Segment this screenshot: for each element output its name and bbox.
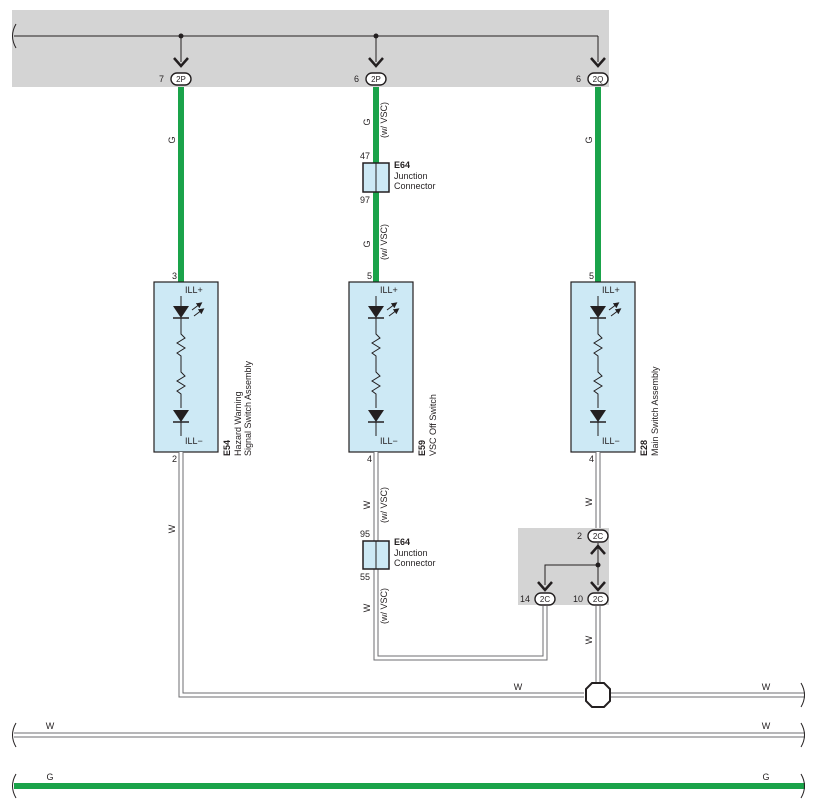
svg-text:ILL+: ILL+ <box>185 285 203 295</box>
svg-text:Signal Switch Assembly: Signal Switch Assembly <box>243 360 253 456</box>
svg-text:ILL−: ILL− <box>602 436 620 446</box>
svg-text:2C: 2C <box>540 595 550 604</box>
led-icon <box>368 296 400 319</box>
connector-2p-left: 2P 7 <box>159 72 192 86</box>
svg-text:E64: E64 <box>394 537 410 547</box>
wire-label-g-mid-upper: G <box>362 118 372 125</box>
wire-label-g-mid-lower: G <box>362 240 372 247</box>
component-e28-main-switch: 5 ILL+ ILL− 4 E28 Main Switch Assembly <box>570 271 660 464</box>
resistor-icon <box>176 318 186 408</box>
svg-text:2P: 2P <box>371 75 381 84</box>
chevron-mid <box>368 57 384 68</box>
svg-text:ILL−: ILL− <box>185 436 203 446</box>
top-junction-block <box>12 10 609 87</box>
svg-text:95: 95 <box>360 529 370 539</box>
wire-label-w-bus-right: W <box>762 721 771 731</box>
svg-text:2: 2 <box>577 531 582 541</box>
svg-text:47: 47 <box>360 151 370 161</box>
svg-text:5: 5 <box>367 271 372 281</box>
chevron-2c-left <box>537 581 553 592</box>
wire-label-vsc-mid-lower: (w/ VSC) <box>379 224 389 260</box>
chevron-2c-right <box>590 581 606 592</box>
svg-text:ILL+: ILL+ <box>380 285 398 295</box>
svg-text:E64: E64 <box>394 160 410 170</box>
svg-text:E59: E59 <box>417 440 427 456</box>
diode-icon <box>590 410 606 436</box>
connector-2c-upper: 2C 2 <box>577 529 609 543</box>
svg-text:6: 6 <box>354 74 359 84</box>
svg-text:ILL−: ILL− <box>380 436 398 446</box>
svg-text:2P: 2P <box>176 75 186 84</box>
wire-label-vsc-e59-upper: (w/ VSC) <box>379 487 389 523</box>
junction-connector-e64-lower: 95 55 E64 Junction Connector <box>360 529 436 582</box>
svg-text:2C: 2C <box>593 532 603 541</box>
svg-text:Junction: Junction <box>394 171 428 181</box>
resistor-icon <box>593 318 603 408</box>
svg-text:2C: 2C <box>593 595 603 604</box>
diode-icon <box>368 410 384 436</box>
svg-text:97: 97 <box>360 195 370 205</box>
diode-icon <box>173 410 189 436</box>
wire-label-g-bus-right: G <box>762 772 769 782</box>
svg-text:3: 3 <box>172 271 177 281</box>
connector-2c-right: 2C 10 <box>573 592 609 606</box>
resistor-icon <box>371 318 381 408</box>
wire-label-w-e54: W <box>167 524 177 533</box>
splice-point <box>585 682 611 708</box>
break-mark <box>12 773 17 799</box>
svg-text:6: 6 <box>576 74 581 84</box>
svg-text:14: 14 <box>520 594 530 604</box>
wire-label-w-splice-left: W <box>514 682 523 692</box>
component-e59-vsc-off-switch: 5 ILL+ ILL− 4 E59 VSC Off Switch <box>348 271 438 464</box>
svg-text:Main Switch Assembly: Main Switch Assembly <box>650 366 660 456</box>
svg-text:10: 10 <box>573 594 583 604</box>
connector-2p-mid: 2P 6 <box>354 72 387 86</box>
chevron-left <box>173 57 189 68</box>
break-mark <box>800 773 805 799</box>
svg-text:VSC Off Switch: VSC Off Switch <box>428 394 438 456</box>
break-mark <box>800 722 805 748</box>
wire-label-w-splice-right: W <box>762 682 771 692</box>
wire-label-vsc-mid-upper: (w/ VSC) <box>379 102 389 138</box>
svg-text:Hazard Warning: Hazard Warning <box>233 391 243 456</box>
connector-2q-right: 2Q 6 <box>576 72 609 86</box>
svg-text:55: 55 <box>360 572 370 582</box>
wire-label-w-bus-left: W <box>46 721 55 731</box>
svg-text:Connector: Connector <box>394 181 436 191</box>
wire-label-w-e59-lower: W <box>362 603 372 612</box>
svg-text:2: 2 <box>172 454 177 464</box>
svg-text:7: 7 <box>159 74 164 84</box>
junction-connector-e64-upper: 47 97 E64 Junction Connector <box>360 151 436 205</box>
svg-text:E28: E28 <box>639 440 649 456</box>
wire-label-w-e28: W <box>584 497 594 506</box>
wire-label-w-e59-upper: W <box>362 500 372 509</box>
bus-break-left <box>12 23 17 49</box>
break-mark <box>800 682 805 708</box>
wire-label-g-right: G <box>584 136 594 143</box>
chevron-right <box>590 57 606 68</box>
wire-label-w-2c: W <box>584 635 594 644</box>
svg-text:2Q: 2Q <box>593 75 604 84</box>
break-mark <box>12 722 17 748</box>
svg-text:5: 5 <box>589 271 594 281</box>
connector-2c-left: 2C 14 <box>520 592 556 606</box>
wire-label-g-bus-left: G <box>46 772 53 782</box>
svg-text:ILL+: ILL+ <box>602 285 620 295</box>
wire-label-vsc-e59-lower: (w/ VSC) <box>379 588 389 624</box>
svg-text:E54: E54 <box>222 440 232 456</box>
svg-text:Junction: Junction <box>394 548 428 558</box>
svg-text:Connector: Connector <box>394 558 436 568</box>
svg-text:4: 4 <box>589 454 594 464</box>
svg-text:4: 4 <box>367 454 372 464</box>
component-e54-hazard-switch: 3 ILL+ ILL− 2 E54 Hazard Warning Signal … <box>153 271 253 464</box>
chevron-2c-up <box>590 544 606 555</box>
wire-label-g-left: G <box>167 136 177 143</box>
